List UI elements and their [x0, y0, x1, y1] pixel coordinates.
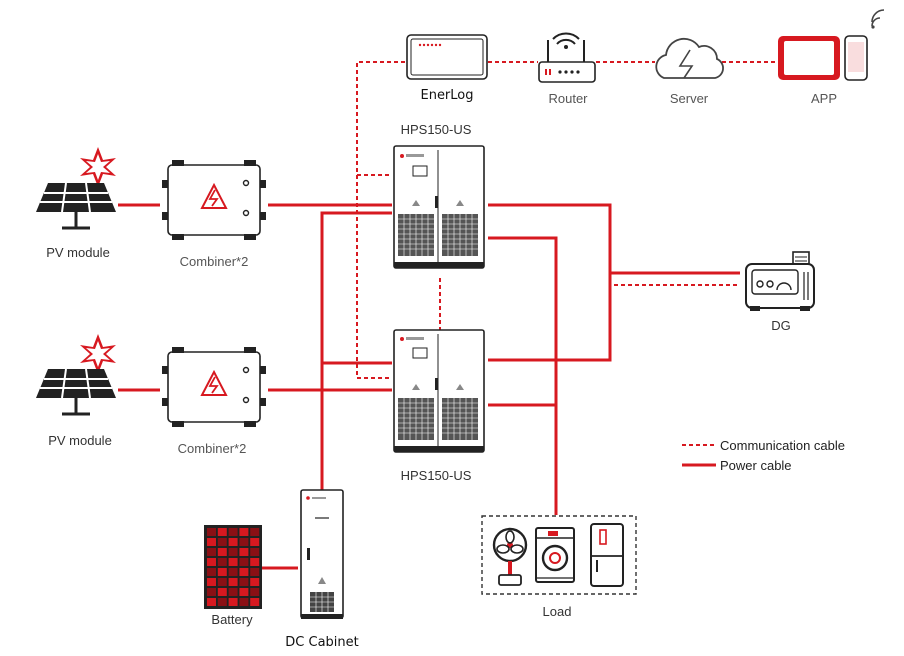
- battery-cell: [207, 548, 216, 556]
- battery-cell: [207, 528, 216, 536]
- power-cables: [118, 203, 740, 570]
- data-logger-icon: [406, 34, 488, 80]
- enerlog-label: EnerLog: [420, 88, 473, 103]
- combiner-box-icon: [162, 160, 266, 240]
- combiner-bottom-node: Combiner*2: [162, 347, 266, 456]
- app-label: APP: [811, 91, 837, 106]
- battery-cell: [207, 538, 216, 546]
- solar-panel-icon: [36, 334, 116, 416]
- combiner-top-node: Combiner*2: [162, 160, 266, 269]
- refrigerator-icon: [590, 523, 624, 587]
- inverter-cabinet-icon: [393, 329, 485, 453]
- battery-cell: [239, 538, 249, 546]
- legend-power-label: Power cable: [720, 458, 792, 473]
- load-node: Load: [481, 515, 637, 619]
- battery-cell: [207, 588, 216, 596]
- router-label: Router: [548, 91, 588, 106]
- inverter-cabinet-icon: [393, 145, 485, 269]
- tablet-phone-icon: [778, 9, 885, 81]
- battery-cell: [239, 528, 249, 536]
- battery-cell: [228, 598, 238, 606]
- server-node: Server: [655, 37, 724, 106]
- legend: Communication cable Power cable: [682, 438, 845, 473]
- hps-bottom-label: HPS150-US: [401, 468, 472, 483]
- battery-cell: [250, 598, 260, 606]
- battery-cell: [207, 558, 216, 566]
- comm-enerlog-hps-bottom: [356, 61, 405, 379]
- battery-cell: [250, 528, 260, 536]
- app-node: APP: [778, 9, 885, 106]
- battery-cell: [228, 548, 238, 556]
- power-hps-load: [488, 236, 558, 515]
- battery-cell: [217, 578, 227, 586]
- battery-cell: [217, 548, 227, 556]
- cloud-server-icon: [655, 37, 724, 79]
- dc-cabinet-label: DC Cabinet: [285, 635, 358, 650]
- load-label: Load: [543, 604, 572, 619]
- battery-cell: [207, 578, 216, 586]
- enerlog-node: EnerLog: [406, 34, 488, 103]
- battery-cell: [239, 578, 249, 586]
- battery-cell: [207, 598, 216, 606]
- battery-cell: [207, 568, 216, 576]
- battery-cell: [228, 528, 238, 536]
- battery-cell: [239, 588, 249, 596]
- battery-cell: [228, 578, 238, 586]
- fan-icon: [492, 527, 528, 586]
- router-icon: [538, 32, 596, 83]
- battery-cells: [207, 528, 260, 606]
- battery-rack-icon: [204, 525, 262, 609]
- battery-cell: [239, 598, 249, 606]
- battery-cell: [228, 558, 238, 566]
- server-label: Server: [670, 91, 709, 106]
- dg-label: DG: [771, 318, 791, 333]
- generator-icon: [745, 251, 815, 311]
- battery-cell: [228, 538, 238, 546]
- battery-cell: [239, 548, 249, 556]
- washing-machine-icon: [535, 527, 575, 583]
- battery-cell: [239, 558, 249, 566]
- dc-cabinet-icon: [300, 489, 344, 619]
- hps-top-label: HPS150-US: [401, 122, 472, 137]
- dg-node: DG: [745, 251, 815, 333]
- battery-cell: [250, 588, 260, 596]
- combiner-bottom-label: Combiner*2: [178, 441, 247, 456]
- battery-cell: [250, 578, 260, 586]
- combiner-top-label: Combiner*2: [180, 254, 249, 269]
- battery-node: Battery: [204, 525, 262, 627]
- battery-cell: [217, 538, 227, 546]
- pv-bottom-node: PV module: [36, 334, 116, 448]
- dc-cabinet-node: DC Cabinet: [285, 489, 359, 650]
- legend-communication-label: Communication cable: [720, 438, 845, 453]
- battery-cell: [217, 588, 227, 596]
- combiner-box-icon: [162, 347, 266, 427]
- power-dc-bus: [320, 211, 392, 490]
- solar-panel-icon: [36, 147, 116, 230]
- load-group-box: [481, 515, 637, 595]
- battery-cell: [217, 598, 227, 606]
- battery-cell: [250, 568, 260, 576]
- battery-cell: [217, 568, 227, 576]
- battery-cell: [217, 528, 227, 536]
- battery-cell: [250, 538, 260, 546]
- battery-cell: [228, 588, 238, 596]
- battery-cell: [239, 568, 249, 576]
- pv-top-node: PV module: [36, 147, 116, 260]
- battery-cell: [228, 568, 238, 576]
- router-node: Router: [538, 32, 596, 106]
- battery-cell: [217, 558, 227, 566]
- hps-bottom-node: HPS150-US: [393, 329, 485, 483]
- pv-bottom-label: PV module: [48, 433, 112, 448]
- battery-cell: [250, 548, 260, 556]
- communication-cables: [356, 61, 775, 379]
- power-hps-dg-bus: [488, 203, 612, 362]
- battery-cell: [250, 558, 260, 566]
- pv-top-label: PV module: [46, 245, 110, 260]
- hps-top-node: HPS150-US: [393, 122, 485, 269]
- battery-label: Battery: [211, 612, 253, 627]
